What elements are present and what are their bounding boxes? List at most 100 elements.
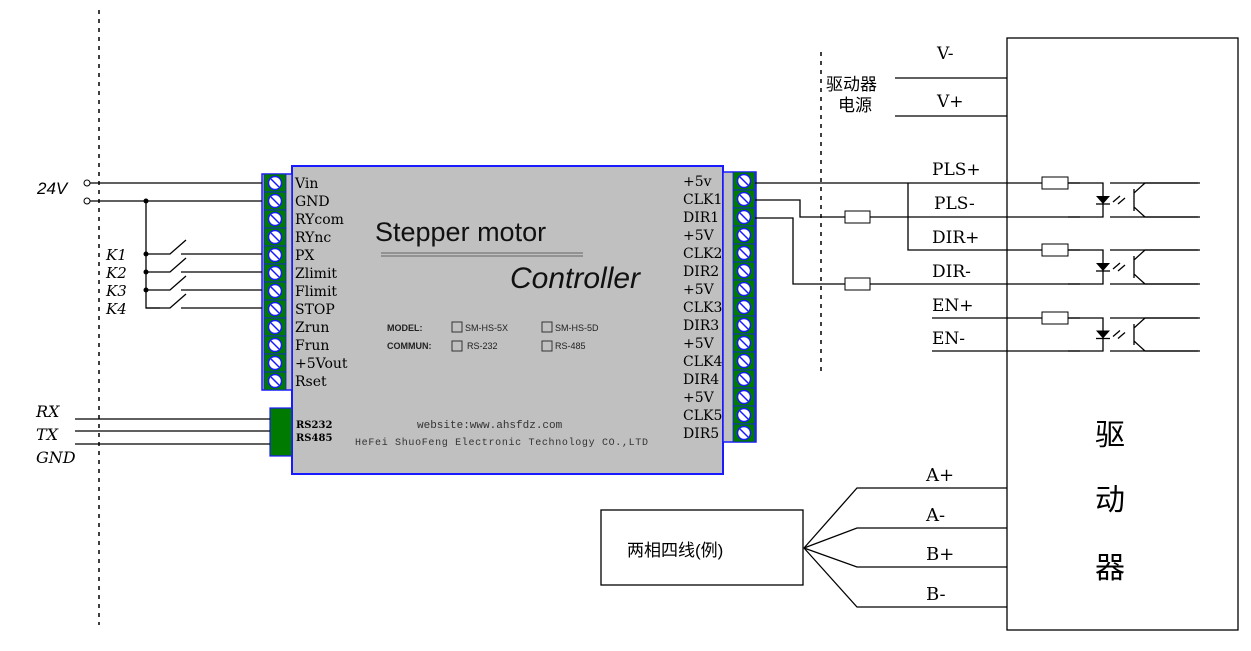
commun-label: COMMUN: — [387, 341, 432, 351]
right-terminal-label: +5V — [683, 390, 715, 406]
terminal-screw — [732, 315, 756, 335]
commun-checkbox-232[interactable] — [451, 340, 463, 352]
right-terminal-label: +5V — [683, 282, 715, 298]
terminal-screw — [263, 191, 287, 211]
board-title-line1: Stepper motor — [375, 217, 546, 247]
optocoupler-icon — [1041, 176, 1200, 219]
resistor — [1041, 311, 1069, 325]
pin-label-b-minus: B- — [926, 584, 946, 605]
driver-name-char: 动 — [1095, 484, 1125, 517]
terminal-screw — [732, 369, 756, 389]
pin-label-en-minus: EN- — [932, 329, 965, 349]
website-text: website:www.ahsfdz.com — [417, 420, 563, 432]
left-terminal-label: Zlimit — [295, 266, 337, 282]
left-terminals: VinGNDRYcomRYncPXZlimitFlimitSTOPZrunFru… — [263, 173, 348, 391]
pin-label-b-plus: B+ — [926, 544, 954, 565]
terminal-screw — [732, 207, 756, 227]
terminal-screw — [732, 225, 756, 245]
model-label: MODEL: — [387, 323, 423, 333]
pin-label-pls-plus: PLS+ — [932, 160, 981, 180]
terminal-screw — [732, 387, 756, 407]
switch-label: K2 — [105, 264, 127, 282]
commun-checkbox-485[interactable] — [541, 340, 553, 352]
switch-icon — [146, 293, 262, 309]
left-terminal-label: Rset — [295, 374, 327, 390]
terminal-screw — [263, 299, 287, 319]
junction-dot — [143, 198, 149, 204]
switch-icon — [146, 239, 262, 255]
driver-power-label: 驱动器 — [826, 75, 877, 94]
terminal-screw — [263, 281, 287, 301]
commun-option-485: RS-485 — [555, 341, 586, 351]
wire-motor-a-minus — [803, 527, 1007, 549]
serial-gnd-label: GND — [36, 448, 76, 467]
terminal-screw — [732, 333, 756, 353]
wire-dir1-dir-minus — [755, 217, 1198, 285]
driver-box — [1006, 37, 1239, 631]
left-terminal-label: RYcom — [295, 212, 344, 228]
left-terminal-label: Frun — [295, 338, 329, 354]
wire-clk1-pls-minus — [755, 199, 1198, 218]
pin-label-a-minus: A- — [925, 505, 945, 526]
terminal-screw — [263, 263, 287, 283]
terminal-screw — [732, 279, 756, 299]
pin-label-v-plus: V+ — [936, 92, 964, 112]
terminal-screw — [263, 317, 287, 337]
terminal-screw — [263, 371, 287, 391]
company-text: HeFei ShuoFeng Electronic Technology CO.… — [355, 437, 648, 449]
right-terminal-label: CLK1 — [683, 192, 722, 208]
terminal-screw — [263, 227, 287, 247]
wire-motor-b-plus — [803, 547, 1007, 568]
terminal-screw — [263, 245, 287, 265]
right-terminal-label: +5v — [683, 174, 712, 190]
left-terminal-label: +5Vout — [295, 356, 348, 372]
terminal-screw — [263, 173, 287, 193]
switch-icon — [146, 257, 262, 273]
right-terminal-label: CLK5 — [683, 408, 722, 424]
terminal-screw — [732, 297, 756, 317]
right-terminal-label: DIR4 — [683, 372, 719, 388]
model-checkbox-5d[interactable] — [541, 321, 553, 333]
right-terminal-label: CLK2 — [683, 246, 722, 262]
terminal-screw — [732, 423, 756, 443]
commun-option-232: RS-232 — [467, 341, 498, 351]
optocouplers — [1041, 176, 1200, 353]
driver-power-label: 电源 — [838, 96, 872, 115]
right-terminal-label: DIR3 — [683, 318, 719, 334]
pin-label-pls-minus: PLS- — [934, 194, 975, 214]
model-checkbox-5x[interactable] — [451, 321, 463, 333]
terminal-screw — [732, 351, 756, 371]
board-title-line2: Controller — [510, 262, 641, 295]
motor-box — [600, 509, 804, 586]
model-option-5x: SM-HS-5X — [465, 323, 508, 333]
right-terminal-label: DIR1 — [683, 210, 719, 226]
controller-board — [291, 165, 724, 475]
terminal-screw — [732, 405, 756, 425]
driver-name-char: 驱 — [1095, 419, 1125, 452]
terminal-screw — [263, 335, 287, 355]
switch-label: K3 — [105, 282, 127, 300]
serial-connector — [269, 407, 293, 457]
right-terminal-label: DIR2 — [683, 264, 719, 280]
right-terminal-label: DIR5 — [683, 426, 719, 442]
left-terminal-label: Zrun — [295, 320, 329, 336]
serial-label-rs485: RS485 — [296, 433, 332, 444]
serial-tx-label: TX — [36, 425, 59, 444]
resistor — [1041, 176, 1069, 190]
optocoupler-icon — [1041, 243, 1200, 286]
pin-label-a-plus: A+ — [925, 465, 954, 486]
power-terminal-pos — [83, 179, 91, 187]
driver-name-char: 器 — [1095, 552, 1125, 585]
optocoupler-icon — [1041, 311, 1200, 353]
motor-label: 两相四线(例) — [627, 541, 723, 560]
right-terminals: +5vCLK1DIR1+5VCLK2DIR2+5VCLK3DIR3+5VCLK4… — [683, 171, 756, 443]
model-option-5d: SM-HS-5D — [555, 323, 599, 333]
switch-icon — [146, 275, 262, 291]
right-terminal-label: CLK4 — [683, 354, 722, 370]
wire-motor-a-plus — [803, 487, 1007, 549]
switch-label: K1 — [105, 246, 127, 264]
power-terminal-neg — [83, 197, 91, 205]
left-terminal-label: Vin — [294, 176, 318, 192]
